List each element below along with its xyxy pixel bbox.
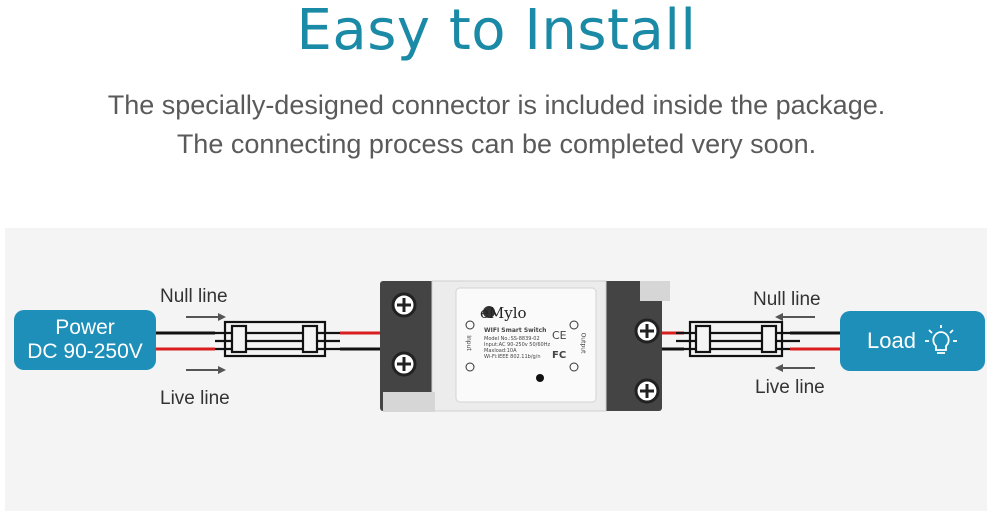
device-brand: eMylo — [480, 304, 527, 322]
power-box: Power DC 90-250V — [14, 310, 156, 370]
load-label: Load — [867, 328, 916, 353]
left-connector-icon — [215, 320, 340, 358]
right-live-line-label: Live line — [755, 377, 825, 398]
light-bulb-icon — [924, 325, 957, 354]
right-null-line-label: Null line — [753, 289, 821, 310]
device-maxload: Maxload:10A — [484, 348, 517, 354]
power-voltage: DC 90-250V — [27, 340, 143, 363]
ce-mark: CE — [552, 329, 567, 342]
arrow-right-icon — [186, 313, 226, 374]
power-label: Power — [55, 316, 115, 339]
device-input-side: Input — [464, 335, 472, 351]
emylo-logo-icon — [483, 306, 495, 318]
device-output-side: Output — [579, 332, 587, 354]
fc-mark: FC — [552, 350, 567, 361]
right-connector-icon — [676, 320, 800, 358]
device-model: Model No.:SS-8839-02 — [484, 336, 540, 342]
left-live-line-label: Live line — [160, 388, 230, 409]
smart-switch-device — [380, 280, 670, 412]
page-title: Easy to Install — [296, 0, 697, 63]
device-wifi: Wi-Fi:IEEE 802.11b/g/n — [484, 354, 541, 360]
screw-terminal-icon — [391, 292, 660, 404]
subtitle-line-1: The specially-designed connector is incl… — [107, 90, 886, 120]
arrow-left-icon — [775, 313, 815, 372]
left-null-line-label: Null line — [160, 286, 228, 307]
subtitle-line-2: The connecting process can be completed … — [176, 129, 817, 159]
device-input: Input:AC 90-250v 50/60Hz — [484, 342, 551, 348]
device-product: WIFI Smart Switch — [484, 327, 547, 334]
load-box: Load — [840, 311, 985, 371]
